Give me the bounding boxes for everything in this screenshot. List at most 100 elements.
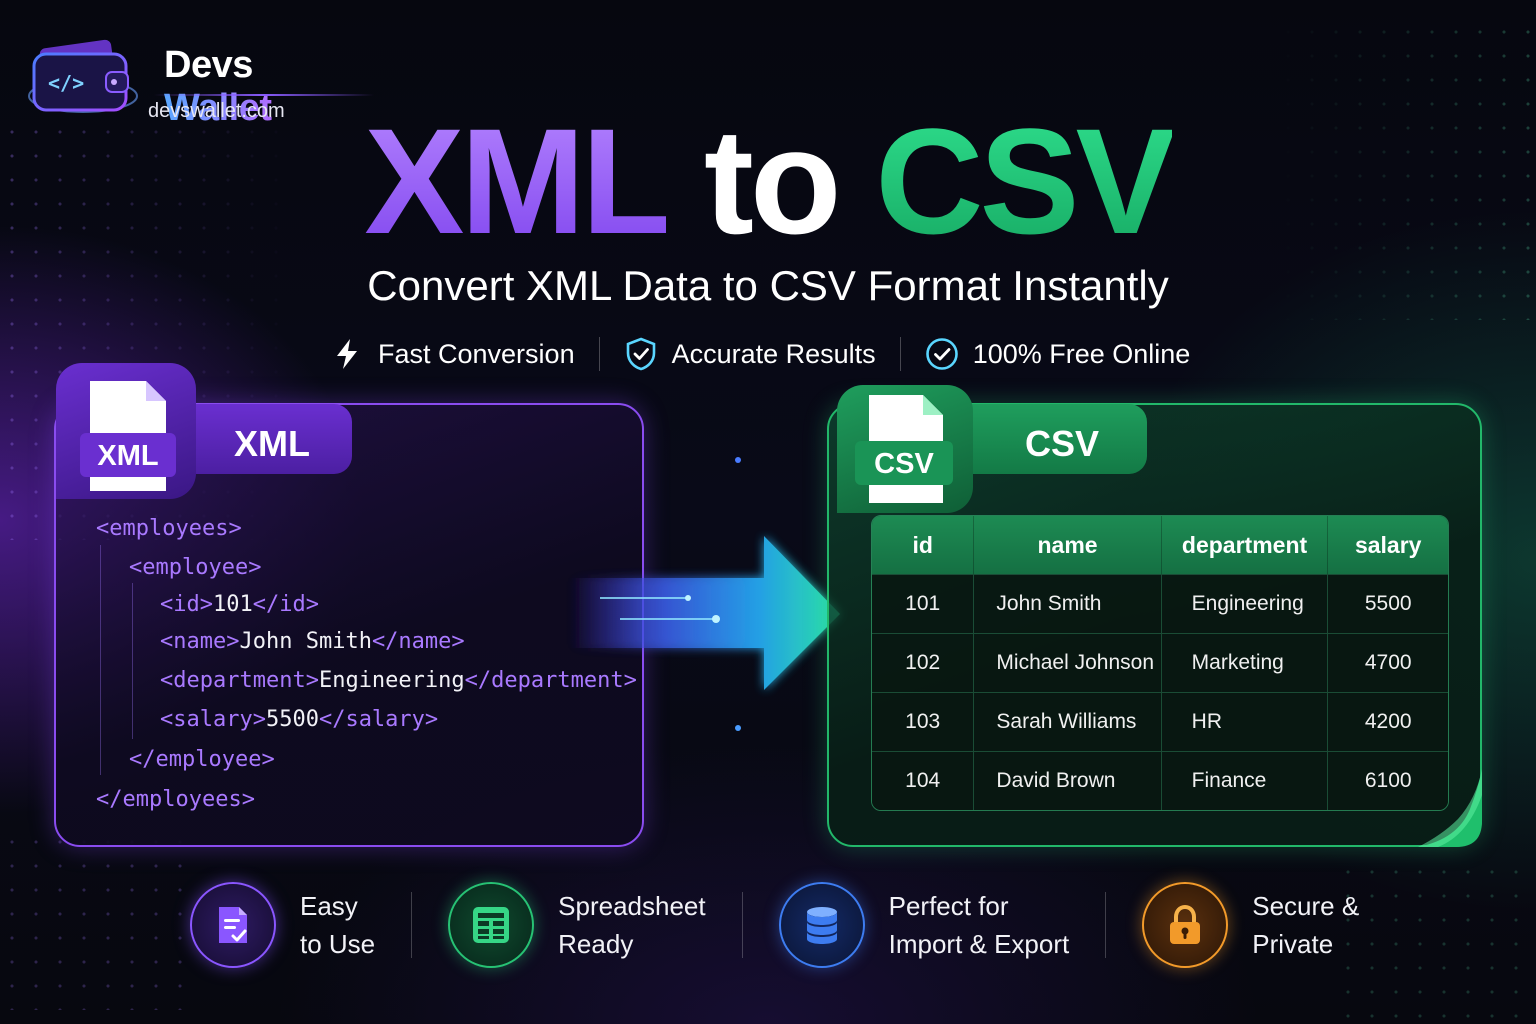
feature-label: Accurate Results <box>671 338 876 369</box>
brand-name-part1: Devs <box>164 44 253 86</box>
code-line: <employees> <box>96 516 242 541</box>
feature-accurate: Accurate Results <box>624 337 876 371</box>
benefit-line: Ready <box>558 929 634 959</box>
conversion-arrow-icon <box>570 536 840 690</box>
cell-department: HR <box>1161 692 1329 751</box>
divider <box>899 337 901 371</box>
cell-salary: 5500 <box>1328 574 1448 633</box>
table-header-row: id name department salary <box>872 516 1448 574</box>
csv-file-badge: CSV <box>837 385 973 513</box>
xml-tab <box>196 404 352 474</box>
benefit-import-export: Perfect for Import & Export <box>778 882 1070 968</box>
cell-id: 104 <box>872 751 975 810</box>
check-circle-icon <box>925 338 958 370</box>
benefit-line: Import & Export <box>888 929 1070 959</box>
xml-tab-label: XML <box>234 423 310 464</box>
lightning-icon <box>337 339 357 369</box>
benefit-line: Spreadsheet <box>558 891 706 921</box>
brand-logo[interactable]: </> Devs Wallet devswallet.com <box>24 30 374 130</box>
feature-free: 100% Free Online <box>925 337 1191 371</box>
cell-id: 102 <box>872 633 975 692</box>
divider <box>411 892 413 958</box>
cell-name: David Brown <box>974 751 1162 810</box>
title-to: to <box>703 97 842 265</box>
benefit-line: Perfect for <box>888 891 1009 921</box>
feature-label: 100% Free Online <box>972 338 1191 369</box>
divider <box>1105 892 1107 958</box>
benefit-secure: Secure & Private <box>1142 882 1359 968</box>
page-title: XML to CSV <box>0 106 1536 256</box>
feature-row: Fast Conversion Accurate Results 100% Fr… <box>330 332 1190 376</box>
cell-id: 103 <box>872 692 975 751</box>
benefit-icon-circle <box>1142 882 1229 968</box>
dot-pattern <box>0 830 200 1010</box>
benefit-line: Easy <box>300 891 358 921</box>
benefit-icon-circle <box>778 882 865 968</box>
spreadsheet-icon <box>473 907 510 943</box>
cell-name: John Smith <box>974 574 1162 633</box>
dot-pattern <box>1336 860 1536 1020</box>
csv-tab <box>969 404 1147 474</box>
code-line: <name>John Smith</name> <box>160 629 465 654</box>
xml-file-icon: XML <box>80 381 176 491</box>
table-row: 101 John Smith Engineering 5500 <box>872 574 1448 633</box>
page-curl-icon <box>1418 769 1482 847</box>
feature-fast: Fast Conversion <box>330 337 575 371</box>
column-header-salary: salary <box>1328 516 1448 574</box>
csv-tab-label: CSV <box>1025 423 1100 464</box>
cell-name: Michael Johnson <box>974 633 1162 692</box>
feature-label: Fast Conversion <box>378 338 575 369</box>
divider <box>741 892 743 958</box>
benefit-text: Easy to Use <box>300 887 375 963</box>
csv-file-icon: CSV <box>855 395 953 503</box>
divider <box>154 94 374 96</box>
benefits-row: Easy to Use Spreadsheet Ready <box>190 880 1359 970</box>
code-wallet-icon: </> <box>28 39 138 113</box>
benefit-spreadsheet: Spreadsheet Ready <box>448 882 706 968</box>
code-line: <department>Engineering</department> <box>160 668 637 693</box>
xml-code-block: <employees> <employee> <id>101</id> <nam… <box>96 509 637 820</box>
indent-guide <box>100 545 101 775</box>
benefit-line: to Use <box>300 929 376 959</box>
code-line: </employees> <box>96 787 255 812</box>
benefit-line: Private <box>1252 929 1334 959</box>
table-row: 104 David Brown Finance 6100 <box>872 751 1448 810</box>
csv-table: id name department salary 101 John Smith… <box>871 515 1449 811</box>
cell-salary: 6100 <box>1328 751 1448 810</box>
title-csv: CSV <box>875 97 1175 265</box>
padlock-icon <box>1170 904 1201 944</box>
cell-id: 101 <box>872 574 975 633</box>
column-header-id: id <box>872 516 975 574</box>
benefit-line: Secure & <box>1252 891 1360 921</box>
svg-text:</>: </> <box>48 71 84 95</box>
cell-salary: 4200 <box>1328 692 1448 751</box>
xml-input-panel: XML XML <employees> <employee> <id>101</… <box>54 363 644 847</box>
benefit-text: Secure & Private <box>1252 887 1359 963</box>
table-row: 103 Sarah Williams HR 4200 <box>872 692 1448 751</box>
column-header-name: name <box>974 516 1162 574</box>
cell-salary: 4700 <box>1328 633 1448 692</box>
xml-file-badge-label: XML <box>97 440 158 472</box>
column-header-department: department <box>1161 516 1329 574</box>
code-line: <id>101</id> <box>160 592 319 617</box>
csv-output-panel: CSV CSV id name department salary 101 Jo… <box>827 385 1482 847</box>
csv-file-badge-label: CSV <box>874 448 934 480</box>
code-line: </employee> <box>129 747 275 772</box>
divider <box>598 337 600 371</box>
page-subtitle: Convert XML Data to CSV Format Instantly <box>367 262 1169 309</box>
cell-department: Finance <box>1161 751 1329 810</box>
benefit-text: Perfect for Import & Export <box>889 887 1070 963</box>
cell-department: Engineering <box>1161 574 1329 633</box>
shield-check-icon <box>626 337 655 371</box>
table-row: 102 Michael Johnson Marketing 4700 <box>872 633 1448 692</box>
brand-url: devswallet.com <box>148 100 285 122</box>
benefit-text: Spreadsheet Ready <box>558 887 705 963</box>
document-check-icon <box>219 907 247 943</box>
cell-department: Marketing <box>1161 633 1329 692</box>
xml-file-badge: XML <box>56 363 196 499</box>
code-line: <employee> <box>129 555 262 580</box>
sparkle-dots <box>735 457 741 731</box>
title-xml: XML <box>364 97 670 265</box>
cell-name: Sarah Williams <box>974 692 1162 751</box>
benefit-icon-circle <box>448 882 535 968</box>
